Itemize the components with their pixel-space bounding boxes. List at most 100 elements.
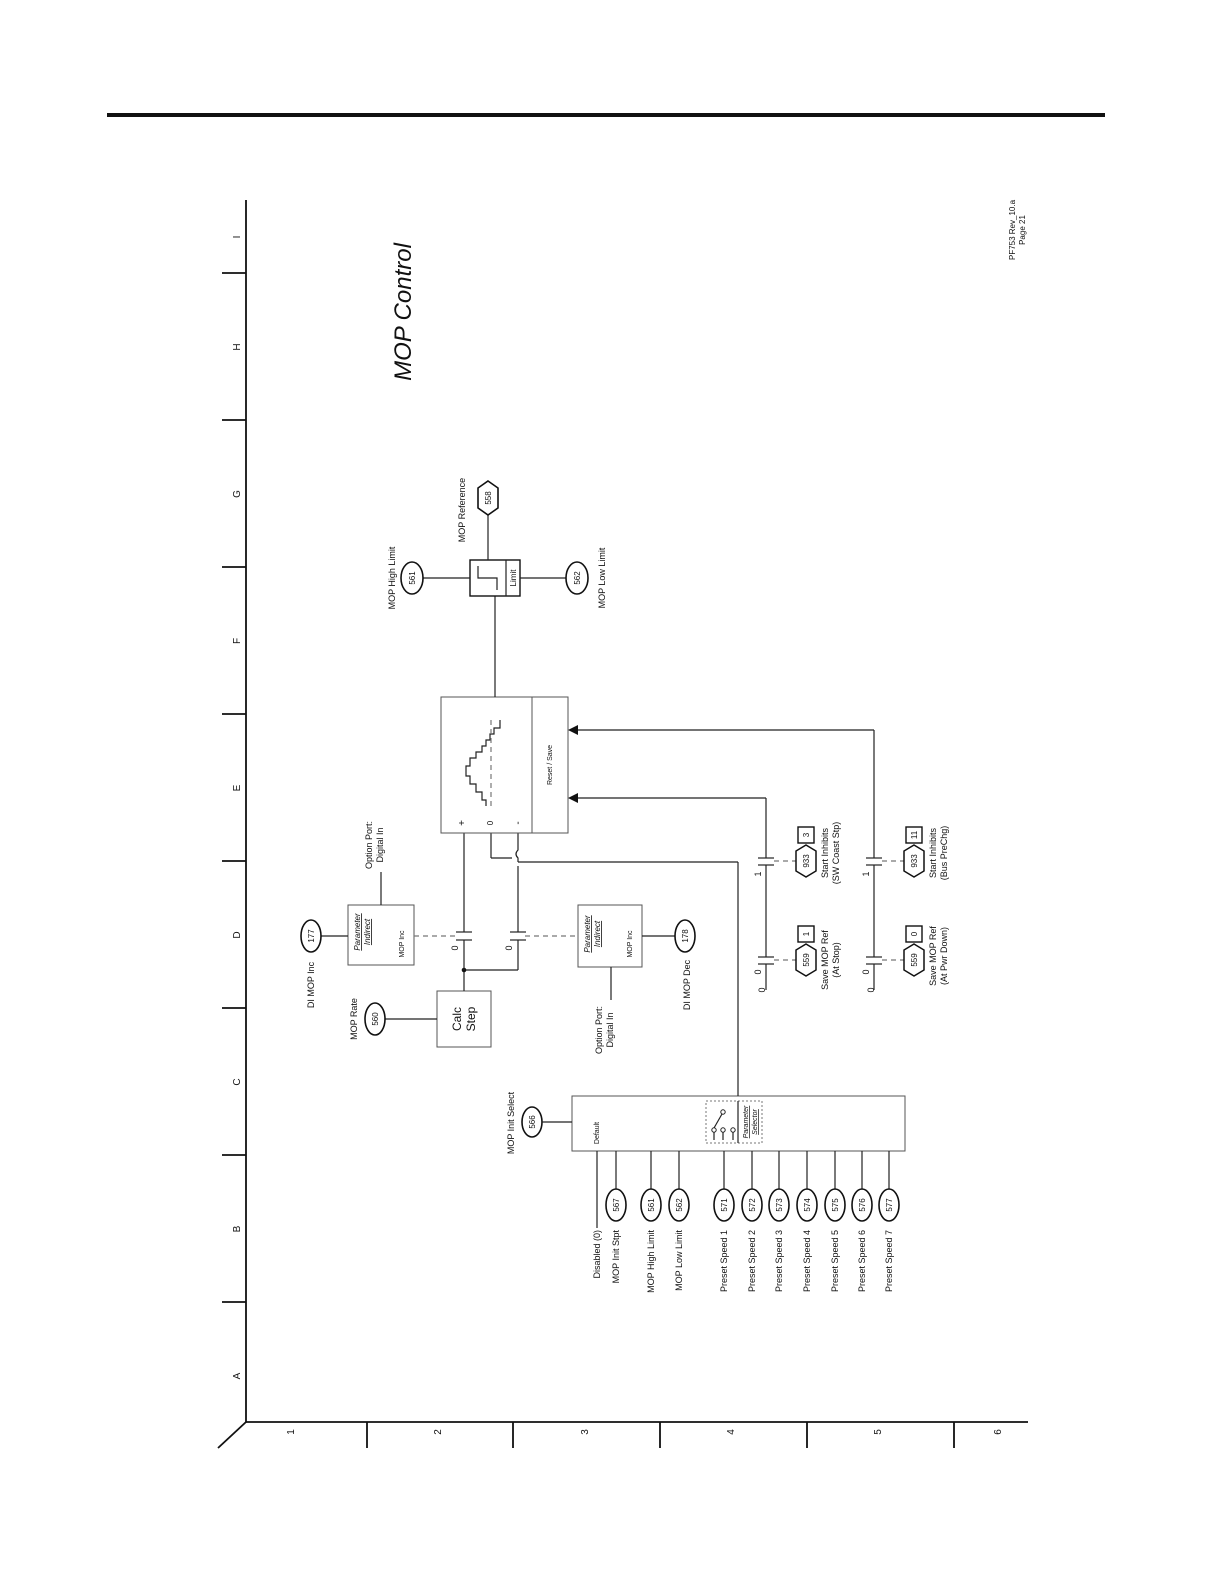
ramp-plus-label: + (457, 820, 468, 826)
contact-zero-label: 0 (753, 969, 763, 974)
mop-low-limit-label: MOP Low Limit (597, 547, 607, 608)
option-port-label-2: Digital In (375, 827, 385, 862)
grid-col-label: F (232, 638, 243, 644)
bit-param-number: 559 (802, 953, 811, 967)
output-hexagon (477, 480, 499, 516)
param-number: 567 (612, 1198, 621, 1212)
bit-param-number: 559 (910, 953, 919, 967)
param-number: 577 (885, 1198, 894, 1212)
selector-label-2: Selector (752, 1108, 759, 1134)
mop-high-limit-label: MOP High Limit (387, 546, 397, 609)
page-number: Page 21 (1018, 215, 1027, 245)
grid-col-label: H (232, 343, 243, 350)
selector-input-label: Preset Speed 2 (747, 1230, 757, 1292)
bit-label-2: (SW Coast Stp) (831, 822, 841, 885)
selector-input-label: Preset Speed 5 (830, 1230, 840, 1292)
contact-zero-label: 0 (504, 945, 514, 950)
contact-one-label: 1 (753, 871, 763, 876)
bit-label-1: Save MOP Ref (820, 930, 830, 990)
reset-rung-1: 0 0 1 559 1 Save MOP Ref (At Stop) 933 3… (568, 793, 841, 993)
grid-row-label: 1 (286, 1429, 297, 1435)
param-number: 178 (681, 929, 690, 943)
param-number: 560 (371, 1012, 380, 1026)
grid-row-label: 5 (873, 1429, 884, 1435)
param-oval (851, 1188, 873, 1222)
grid-row-label: 6 (993, 1429, 1004, 1435)
param-oval (741, 1188, 763, 1222)
page-header-rule (107, 113, 1105, 117)
bit-number: 11 (910, 830, 919, 839)
param-number: 562 (675, 1198, 684, 1212)
switch-icon (711, 1109, 736, 1140)
param-oval (565, 561, 589, 595)
contact-zero-label: 0 (757, 987, 767, 992)
param-number: 571 (720, 1198, 729, 1212)
bit-number: 3 (802, 832, 811, 837)
selector-input-label: Preset Speed 7 (884, 1230, 894, 1292)
mop-rate-label: MOP Rate (349, 998, 359, 1040)
revision-label: PF753 Rev_10.a (1008, 199, 1017, 260)
ramp-zero-label: 0 (486, 820, 495, 825)
arrow-icon (568, 793, 578, 803)
bit-hexagon (795, 844, 817, 878)
bit-box (797, 925, 815, 943)
selector-input-label: MOP High Limit (646, 1230, 656, 1293)
param-oval (713, 1188, 735, 1222)
option-port-label-2: Digital In (605, 1012, 615, 1047)
mop-ramp-group: Reset / Save + 0 - (440, 696, 569, 834)
calc-step-group: Calc Step 560 MOP Rate (349, 967, 518, 1048)
param-oval (796, 1188, 818, 1222)
grid-row-label: 3 (580, 1429, 591, 1435)
ramp-minus-label: - (513, 821, 524, 824)
bit-hexagon (903, 943, 925, 977)
selector-label-1: Parameter (743, 1105, 750, 1138)
param-oval (668, 1188, 690, 1222)
bit-param-number: 933 (802, 854, 811, 868)
default-label: Default (594, 1122, 601, 1144)
param-indirect-label-1: Parameter (583, 915, 592, 953)
param-number: 566 (528, 1115, 537, 1129)
param-number: 558 (484, 491, 493, 505)
bit-box (905, 925, 923, 943)
selector-input-label: Preset Speed 6 (857, 1230, 867, 1292)
bit-number: 1 (802, 931, 811, 936)
bit-label-2: (At Stop) (831, 942, 841, 978)
reset-save-box (531, 696, 569, 834)
param-oval (824, 1188, 846, 1222)
contact-one-label: 1 (861, 871, 871, 876)
param-number: 177 (307, 929, 316, 943)
contact-zero-label: 0 (450, 945, 460, 950)
grid-col-label: D (232, 931, 243, 938)
grid-col-label: A (232, 1372, 243, 1379)
param-number: 574 (803, 1198, 812, 1212)
grid-row-label: 4 (726, 1429, 737, 1435)
calc-step-line1: Calc (450, 1007, 464, 1031)
param-indirect-label-1: Parameter (353, 913, 362, 951)
selector-switch-box (705, 1100, 763, 1144)
arrow-icon (568, 725, 578, 735)
di-mop-dec-group: Parameter Indirect MOP Inc 178 DI MOP De… (525, 904, 696, 1054)
param-number: 575 (831, 1198, 840, 1212)
parameter-indirect-box (577, 904, 643, 968)
option-port-label-1: Option Port: (364, 821, 374, 869)
param-oval (878, 1188, 900, 1222)
limit-icon (477, 566, 498, 590)
param-number: 573 (775, 1198, 784, 1212)
param-oval (674, 919, 696, 953)
param-number: 562 (573, 571, 582, 585)
param-oval (364, 1002, 386, 1036)
bit-hexagon (795, 943, 817, 977)
bit-box (797, 826, 815, 844)
grid-row-label: 2 (433, 1429, 444, 1435)
selector-input-label: Preset Speed 3 (774, 1230, 784, 1292)
option-port-label-1: Option Port: (594, 1006, 604, 1054)
mop-inc-label: MOP Inc (399, 930, 406, 958)
bit-box (905, 826, 923, 844)
selector-input-label: Preset Speed 4 (802, 1230, 812, 1292)
grid-col-label: E (232, 784, 243, 791)
ramp-box (440, 696, 533, 834)
param-oval (605, 1188, 627, 1222)
bit-param-number: 933 (910, 854, 919, 868)
grid-col-label: C (232, 1078, 243, 1085)
bit-number: 0 (910, 931, 919, 936)
